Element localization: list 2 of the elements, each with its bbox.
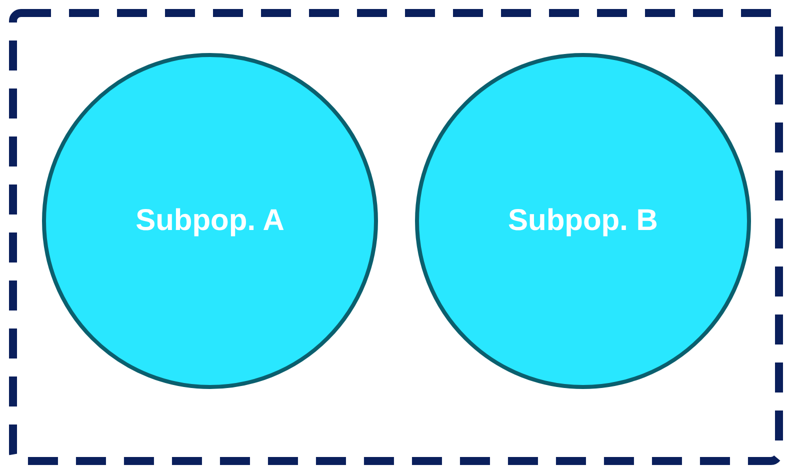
- circle-label: Subpop. A: [134, 204, 286, 238]
- circle-label: Subpop. B: [507, 204, 659, 238]
